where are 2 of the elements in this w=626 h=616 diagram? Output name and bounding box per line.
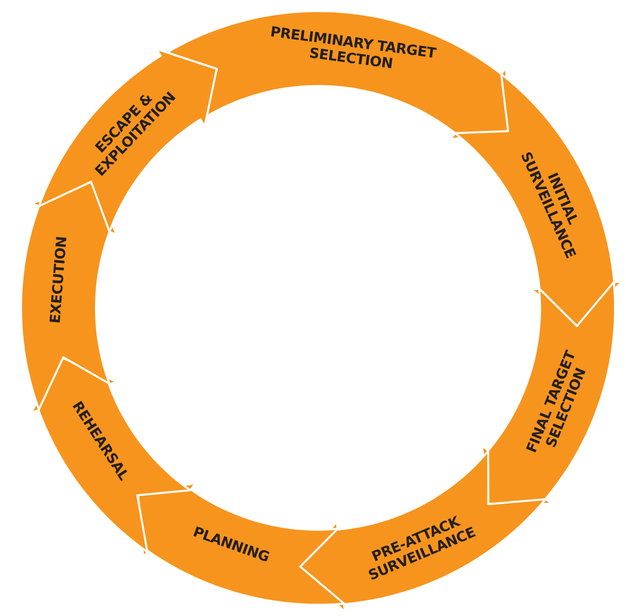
step-label: EXECUTION — [46, 234, 72, 326]
step-label: PRELIMINARY TARGET SELECTION — [268, 22, 438, 74]
